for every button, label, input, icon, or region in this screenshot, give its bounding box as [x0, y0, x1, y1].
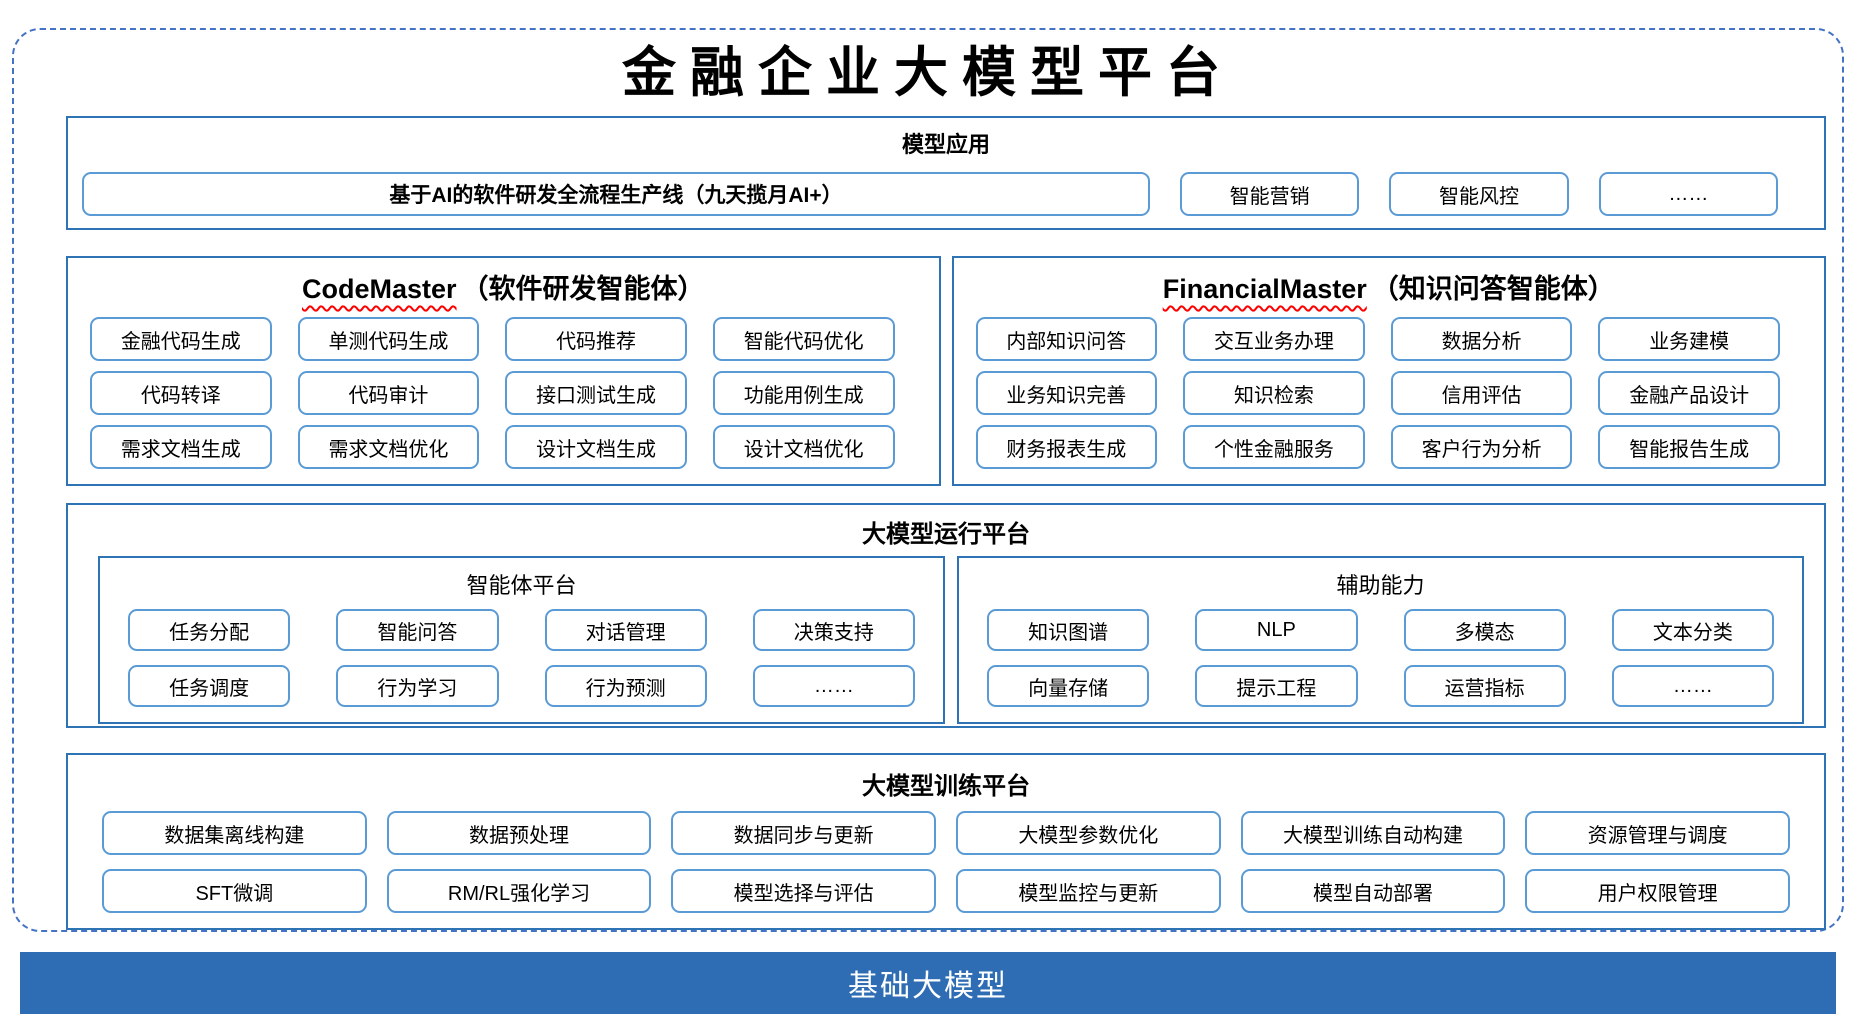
application-box: 智能风控: [1389, 172, 1569, 216]
training-grid: 数据集离线构建数据预处理数据同步与更新大模型参数优化大模型训练自动构建资源管理与…: [68, 801, 1824, 913]
capability-box: 客户行为分析: [1390, 425, 1573, 469]
capability-box: 接口测试生成: [505, 371, 687, 415]
financialmaster-header: FinancialMaster（知识问答智能体）: [954, 258, 1825, 317]
capability-box: 资源管理与调度: [1525, 811, 1790, 855]
platform-outer-frame: 金融企业大模型平台 模型应用 基于AI的软件研发全流程生产线（九天揽月AI+） …: [12, 28, 1844, 932]
auxiliary-capability-group: 辅助能力 知识图谱 NLP 多模态 文本分类向量存储 提示工程 运营指标 ……: [957, 556, 1804, 724]
capability-box: 需求文档生成: [90, 425, 272, 469]
agent-platform-grid: 任务分配 智能问答 对话管理 决策支持任务调度 行为学习 行为预测 ……: [100, 609, 943, 707]
capability-box: 信用评估: [1390, 371, 1573, 415]
capability-box: 业务建模: [1598, 317, 1780, 361]
application-box: ……: [1598, 172, 1778, 216]
capability-box: 数据预处理: [386, 811, 652, 855]
capability-box: 代码审计: [297, 371, 480, 415]
capability-box: 财务报表生成: [975, 425, 1158, 469]
capability-box: 对话管理: [544, 609, 707, 651]
capability-box: 智能报告生成: [1598, 425, 1780, 469]
capability-box: 交互业务办理: [1183, 317, 1365, 361]
codemaster-grid: 金融代码生成单测代码生成代码推荐智能代码优化代码转译代码审计接口测试生成功能用例…: [68, 317, 939, 469]
capability-box: NLP: [1195, 609, 1358, 651]
capability-box: 行为预测: [544, 665, 707, 707]
capability-box: 内部知识问答: [975, 317, 1158, 361]
capability-box: 金融产品设计: [1598, 371, 1780, 415]
page-title: 金融企业大模型平台: [622, 40, 1234, 104]
runtime-inner-row: 智能体平台 任务分配 智能问答 对话管理 决策支持任务调度 行为学习 行为预测 …… 辅助能…: [68, 549, 1824, 724]
auxiliary-capability-grid: 知识图谱 NLP 多模态 文本分类向量存储 提示工程 运营指标 ……: [959, 609, 1802, 707]
capability-box: 数据同步与更新: [671, 811, 936, 855]
capability-box: 提示工程: [1195, 665, 1358, 707]
foundation-model-label: 基础大模型: [848, 970, 1008, 1003]
training-platform-header: 大模型训练平台: [862, 773, 1030, 800]
foundation-model-bar: 基础大模型: [20, 952, 1836, 1014]
capability-box: 业务知识完善: [975, 371, 1158, 415]
content-area: 模型应用 基于AI的软件研发全流程生产线（九天揽月AI+） 智能营销智能风控 ………: [14, 104, 1842, 930]
capability-box: 需求文档优化: [297, 425, 480, 469]
codemaster-name: CodeMaster: [301, 274, 457, 304]
capability-box: 大模型参数优化: [955, 811, 1221, 855]
agent-platform-group: 智能体平台 任务分配 智能问答 对话管理 决策支持任务调度 行为学习 行为预测 ……: [98, 556, 945, 724]
capability-box: 决策支持: [752, 609, 915, 651]
capability-box: 知识图谱: [987, 609, 1150, 651]
capability-box: 模型自动部署: [1240, 869, 1506, 913]
capability-box: 数据集离线构建: [102, 811, 367, 855]
capability-box: ……: [1611, 665, 1774, 707]
capability-box: 功能用例生成: [712, 371, 895, 415]
agent-platform-header: 智能体平台: [466, 573, 577, 598]
model-application-row: 基于AI的软件研发全流程生产线（九天揽月AI+） 智能营销智能风控 ……: [68, 159, 1824, 216]
capability-box: 多模态: [1403, 609, 1566, 651]
financialmaster-section: FinancialMaster（知识问答智能体） 内部知识问答交互业务办理数据分…: [951, 256, 1826, 486]
runtime-platform-section: 大模型运行平台 智能体平台 任务分配 智能问答 对话管理 决策支持任务调度 行为学习 行为…: [66, 503, 1826, 728]
capability-box: ……: [752, 665, 915, 707]
capability-box: 向量存储: [987, 665, 1150, 707]
capability-box: 任务分配: [128, 609, 291, 651]
agents-row: CodeMaster（软件研发智能体） 金融代码生成单测代码生成代码推荐智能代码…: [66, 256, 1826, 486]
capability-box: 知识检索: [1183, 371, 1365, 415]
capability-box: 任务调度: [128, 665, 291, 707]
financialmaster-subtitle: （知识问答智能体）: [1371, 274, 1615, 304]
capability-box: 单测代码生成: [297, 317, 480, 361]
model-application-section: 模型应用 基于AI的软件研发全流程生产线（九天揽月AI+） 智能营销智能风控 ……: [66, 116, 1826, 230]
capability-box: 大模型训练自动构建: [1240, 811, 1506, 855]
capability-box: 用户权限管理: [1525, 869, 1790, 913]
capability-box: 运营指标: [1403, 665, 1566, 707]
capability-box: 数据分析: [1390, 317, 1573, 361]
capability-box: 模型选择与评估: [671, 869, 936, 913]
financialmaster-grid: 内部知识问答交互业务办理数据分析业务建模业务知识完善知识检索信用评估金融产品设计…: [954, 317, 1825, 469]
model-application-header: 模型应用: [901, 132, 990, 157]
codemaster-subtitle: （软件研发智能体）: [461, 274, 705, 304]
codemaster-header: CodeMaster（软件研发智能体）: [68, 258, 939, 317]
capability-box: 金融代码生成: [90, 317, 272, 361]
capability-box: 行为学习: [336, 665, 499, 707]
training-platform-section: 大模型训练平台 数据集离线构建数据预处理数据同步与更新大模型参数优化大模型训练自…: [66, 753, 1826, 930]
capability-box: 智能代码优化: [712, 317, 895, 361]
capability-box: RM/RL强化学习: [386, 869, 652, 913]
capability-box: 代码转译: [90, 371, 272, 415]
auxiliary-capability-header: 辅助能力: [1336, 573, 1425, 598]
codemaster-section: CodeMaster（软件研发智能体） 金融代码生成单测代码生成代码推荐智能代码…: [66, 256, 941, 486]
capability-box: 代码推荐: [505, 317, 687, 361]
capability-box: 智能问答: [336, 609, 499, 651]
capability-box: 设计文档优化: [712, 425, 895, 469]
financialmaster-name: FinancialMaster: [1162, 274, 1367, 304]
application-box: 智能营销: [1180, 172, 1360, 216]
runtime-platform-header: 大模型运行平台: [862, 521, 1030, 548]
capability-box: SFT微调: [102, 869, 367, 913]
capability-box: 个性金融服务: [1183, 425, 1365, 469]
capability-box: 模型监控与更新: [955, 869, 1221, 913]
capability-box: 设计文档生成: [505, 425, 687, 469]
ai-pipeline-box: 基于AI的软件研发全流程生产线（九天揽月AI+）: [82, 172, 1150, 216]
capability-box: 文本分类: [1611, 609, 1774, 651]
